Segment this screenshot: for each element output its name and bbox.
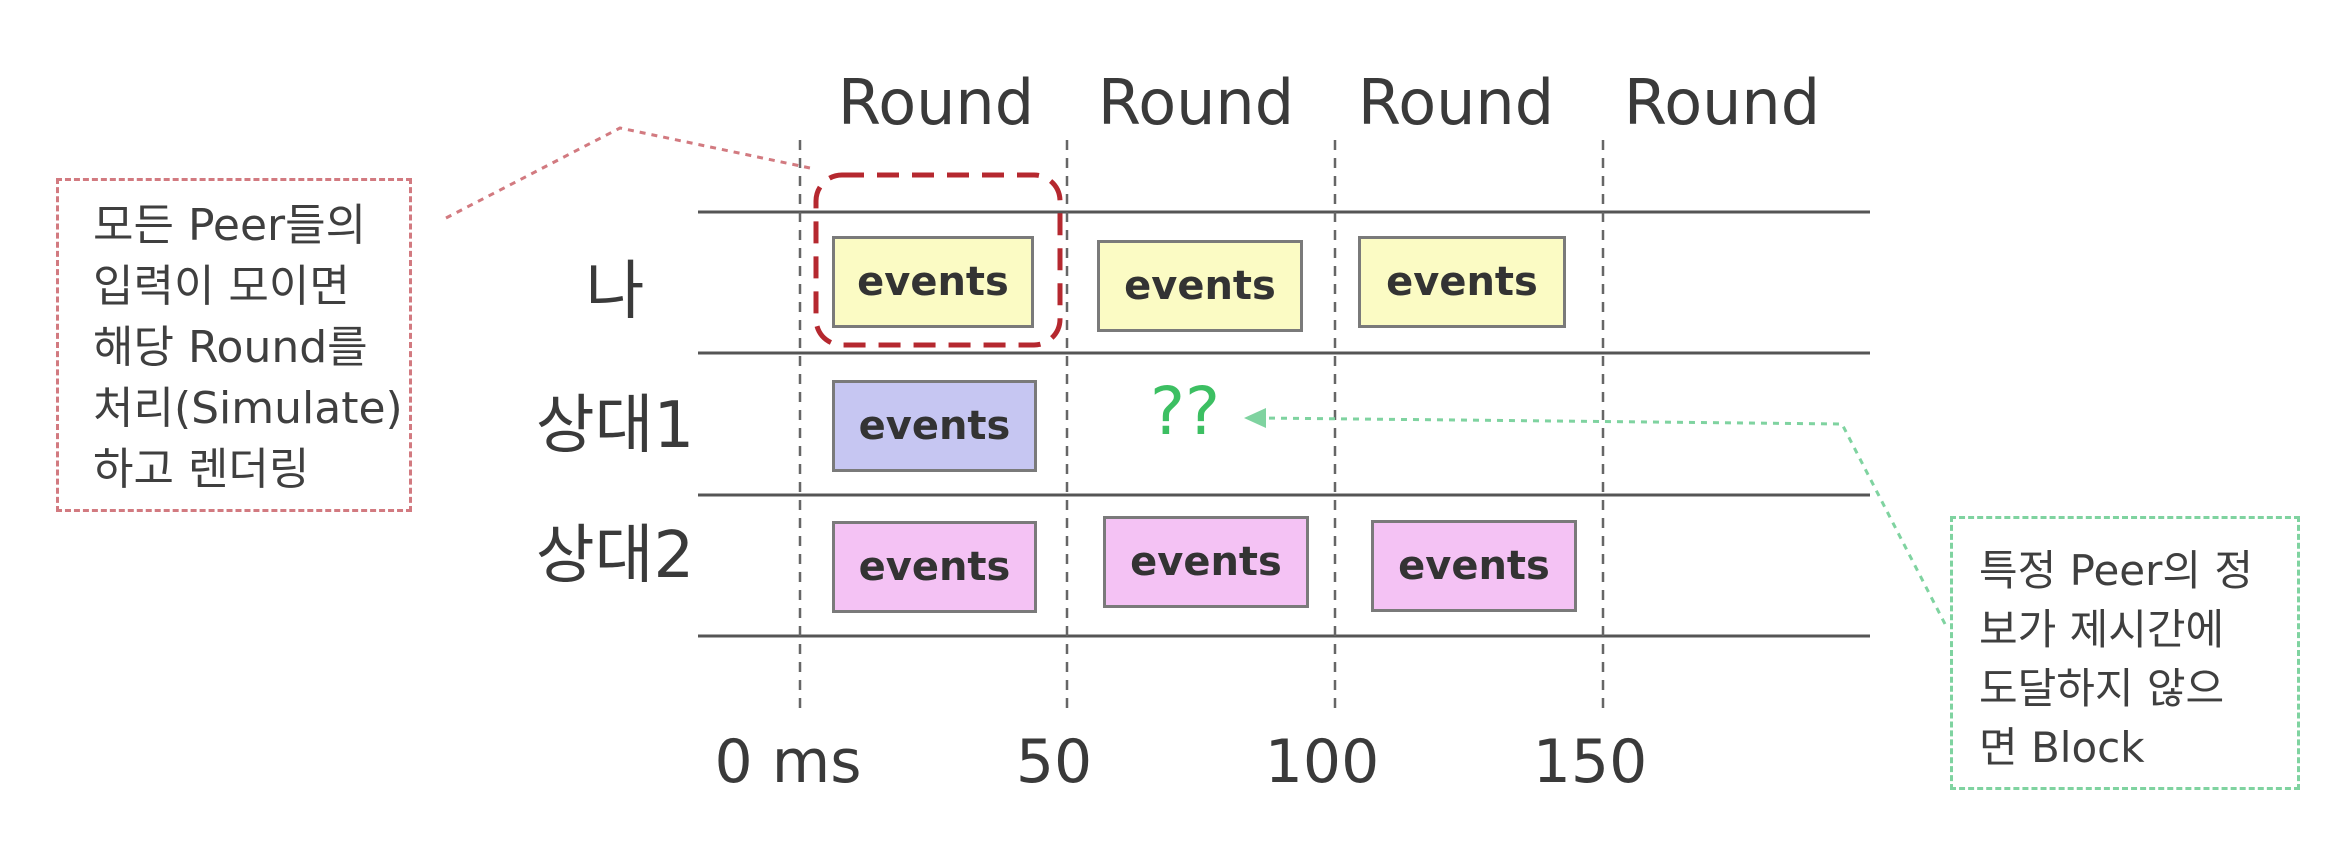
arrowhead-icon [1244,408,1266,428]
note-block-on-delay: 특정 Peer의 정 보가 제시간에 도달하지 않으 면 Block [1950,516,2300,790]
event-box-me-round2: events [1097,240,1303,332]
round-header-2: Round [1097,66,1295,139]
row-label-peer1: 상대1 [535,389,695,463]
event-box-me-round3: events [1358,236,1566,328]
callout-leader-left [445,126,811,220]
row-label-peer2: 상대2 [535,519,695,593]
event-box-peer2-round2: events [1103,516,1309,608]
round-header-3: Round [1357,66,1555,139]
missing-events-mark: ?? [1149,373,1221,450]
time-tick-0: 0 ms [714,727,862,797]
event-box-me-round1: events [832,236,1034,328]
row-label-me: 나 [585,255,645,329]
highlight-frame [813,172,1063,348]
time-tick-50: 50 [1015,727,1093,797]
event-box-peer2-round1: events [832,521,1037,613]
round-header-4: Round [1623,66,1821,139]
callout-leader-right [1261,416,1947,625]
event-box-peer2-round3: events [1371,520,1577,612]
note-process-round: 모든 Peer들의 입력이 모이면 해당 Round를 처리(Simulate)… [56,178,412,512]
time-tick-100: 100 [1264,727,1380,797]
time-tick-150: 150 [1532,727,1648,797]
round-header-1: Round [837,66,1035,139]
event-box-peer1-round1: events [832,380,1037,472]
